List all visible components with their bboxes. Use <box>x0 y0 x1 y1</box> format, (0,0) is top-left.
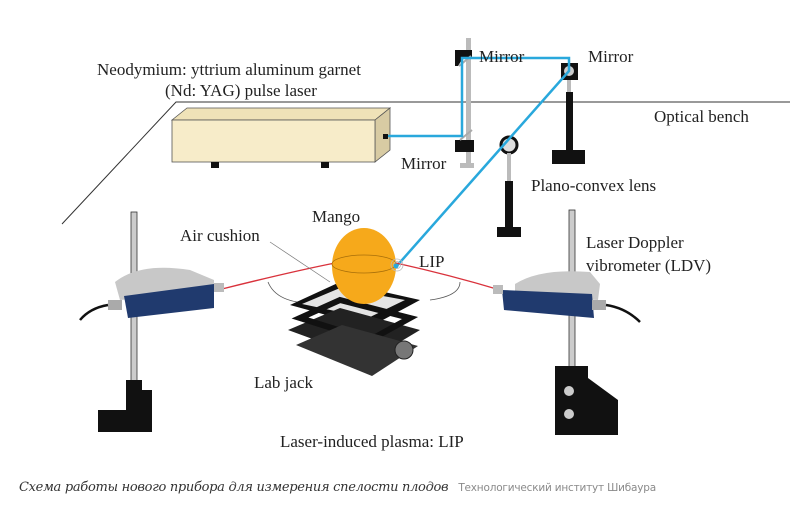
experimental-setup-diagram: Neodymium: yttrium aluminum garnet (Nd: … <box>61 38 790 451</box>
label-mango: Mango <box>312 207 360 226</box>
label-lens: Plano-convex lens <box>531 176 656 195</box>
mirror-right-mount <box>552 63 585 164</box>
label-optical-bench: Optical bench <box>654 107 749 126</box>
label-air-cushion: Air cushion <box>180 226 260 245</box>
label-laser-line2: (Nd: YAG) pulse laser <box>165 81 317 100</box>
label-lip-full: Laser-induced plasma: LIP <box>280 432 464 451</box>
caption-text: Схема работы нового прибора для измерени… <box>19 480 449 495</box>
nd-yag-laser <box>170 107 392 168</box>
air-cushion-leader <box>269 241 331 283</box>
lens-mount <box>497 135 521 237</box>
ldv-left <box>79 211 224 432</box>
figure-caption: Схема работы нового прибора для измерени… <box>19 478 656 496</box>
laser-beam <box>388 56 571 269</box>
caption-source: Технологический институт Шибаура <box>458 482 656 494</box>
ldv-right <box>493 209 641 435</box>
label-mirror-right: Mirror <box>588 47 634 66</box>
label-lip: LIP <box>419 252 445 271</box>
optical-bench-outline <box>61 101 790 225</box>
label-ldv-line1: Laser Doppler <box>586 233 684 252</box>
label-ldv-line2: vibrometer (LDV) <box>586 256 711 275</box>
lip-plasma <box>390 258 404 272</box>
mirror-bottom-mount <box>455 129 474 168</box>
label-laser-line1: Neodymium: yttrium aluminum garnet <box>97 60 361 79</box>
lab-jack <box>288 282 420 376</box>
label-mirror-bottom: Mirror <box>401 154 447 173</box>
label-lab-jack: Lab jack <box>254 373 313 392</box>
label-mirror-top: Mirror <box>479 47 525 66</box>
ldv-beam-right <box>395 262 501 291</box>
ldv-beam-left <box>221 262 336 290</box>
mango <box>331 228 397 304</box>
